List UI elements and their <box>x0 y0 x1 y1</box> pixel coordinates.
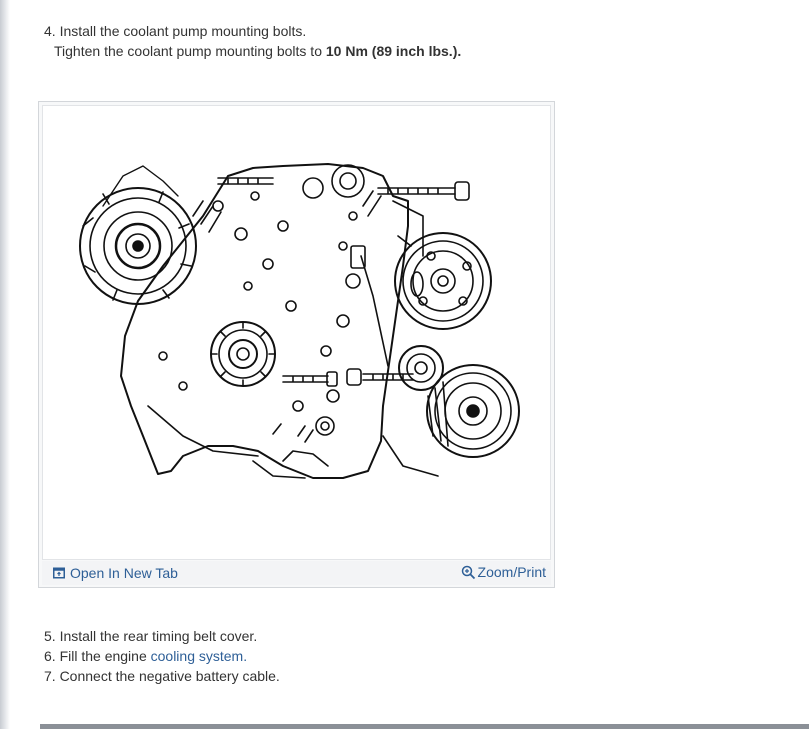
step-4-text: 4. Install the coolant pump mounting bol… <box>44 23 307 39</box>
engine-figure: Open In New Tab Zoom/Print <box>38 101 555 588</box>
step-6-prefix: 6. Fill the engine <box>44 648 151 664</box>
open-in-new-tab-label: Open In New Tab <box>70 565 178 581</box>
zoom-print-label: Zoom/Print <box>477 564 546 580</box>
open-in-new-tab-link[interactable]: Open In New Tab <box>53 565 178 581</box>
step-4-torque-spec: Tighten the coolant pump mounting bolts … <box>54 41 461 61</box>
torque-spec-prefix: Tighten the coolant pump mounting bolts … <box>54 43 326 59</box>
engine-illustration <box>79 163 520 479</box>
magnifier-zoom-icon <box>461 565 475 579</box>
cooling-system-link[interactable]: cooling system. <box>150 648 248 664</box>
figure-action-bar: Open In New Tab Zoom/Print <box>42 561 551 585</box>
window-left-edge <box>0 0 10 729</box>
engine-illustration-frame <box>42 105 551 560</box>
open-new-tab-icon <box>53 567 65 579</box>
zoom-print-link[interactable]: Zoom/Print <box>461 563 546 581</box>
step-7-text: 7. Connect the negative battery cable. <box>44 668 280 684</box>
step-6-text: 6. Fill the engine cooling system. <box>44 646 247 666</box>
bottom-divider <box>40 724 809 729</box>
torque-spec-value: 10 Nm (89 inch lbs.). <box>325 43 462 59</box>
step-5-text: 5. Install the rear timing belt cover. <box>44 628 258 644</box>
